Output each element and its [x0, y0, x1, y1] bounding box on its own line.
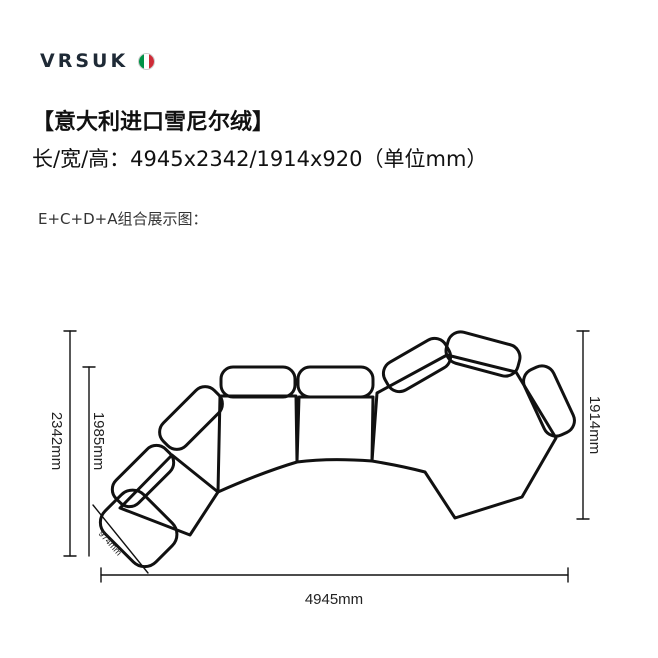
- dim-left-depth: 1985mm: [90, 412, 107, 470]
- brand-logo: VRSUK: [40, 50, 156, 72]
- brand-name: VRSUK: [40, 50, 129, 72]
- dimension-lines: [63, 330, 590, 583]
- dim-corner-width: 974mm: [96, 528, 124, 557]
- italy-flag-icon: [138, 52, 156, 70]
- sofa-outline: [98, 330, 576, 569]
- dimensions-line: 长/宽/高：4945x2342/1914x920（单位mm）: [32, 147, 488, 171]
- diagram-caption: E+C+D+A组合展示图：: [38, 210, 208, 228]
- dim-right-depth: 1914mm: [586, 396, 603, 454]
- product-title: 【意大利进口雪尼尔绒】: [32, 110, 275, 135]
- dim-total-depth: 2342mm: [48, 412, 65, 470]
- dim-total-width: 4945mm: [305, 591, 363, 608]
